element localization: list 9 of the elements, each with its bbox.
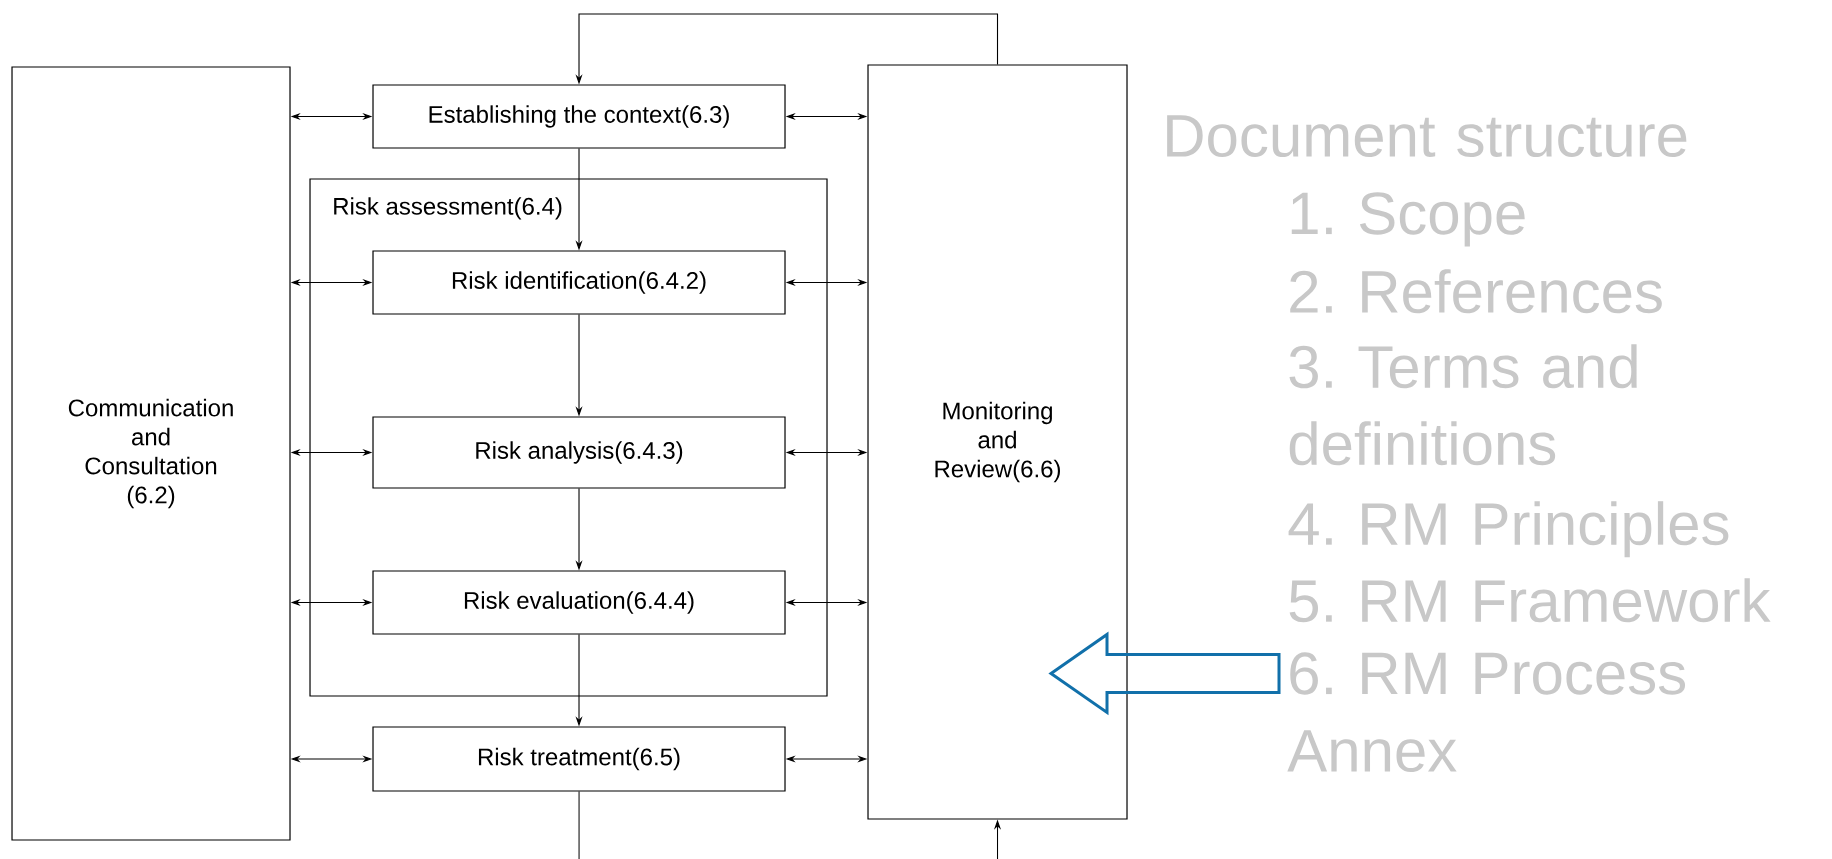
block-arrow (1048, 631, 1281, 716)
process-box: Risk identification(6.4.2) (372, 250, 786, 315)
process-box: Establishing the context(6.3) (372, 84, 786, 149)
process-box: Risk analysis(6.4.3) (372, 416, 786, 489)
connector-line (578, 791, 580, 859)
side-box: Monitoring and Review(6.6) (867, 64, 1128, 820)
process-box: Risk evaluation(6.4.4) (372, 570, 786, 635)
process-box: Risk treatment(6.5) (372, 726, 786, 792)
side-box: Communication and Consultation (6.2) (11, 66, 291, 841)
